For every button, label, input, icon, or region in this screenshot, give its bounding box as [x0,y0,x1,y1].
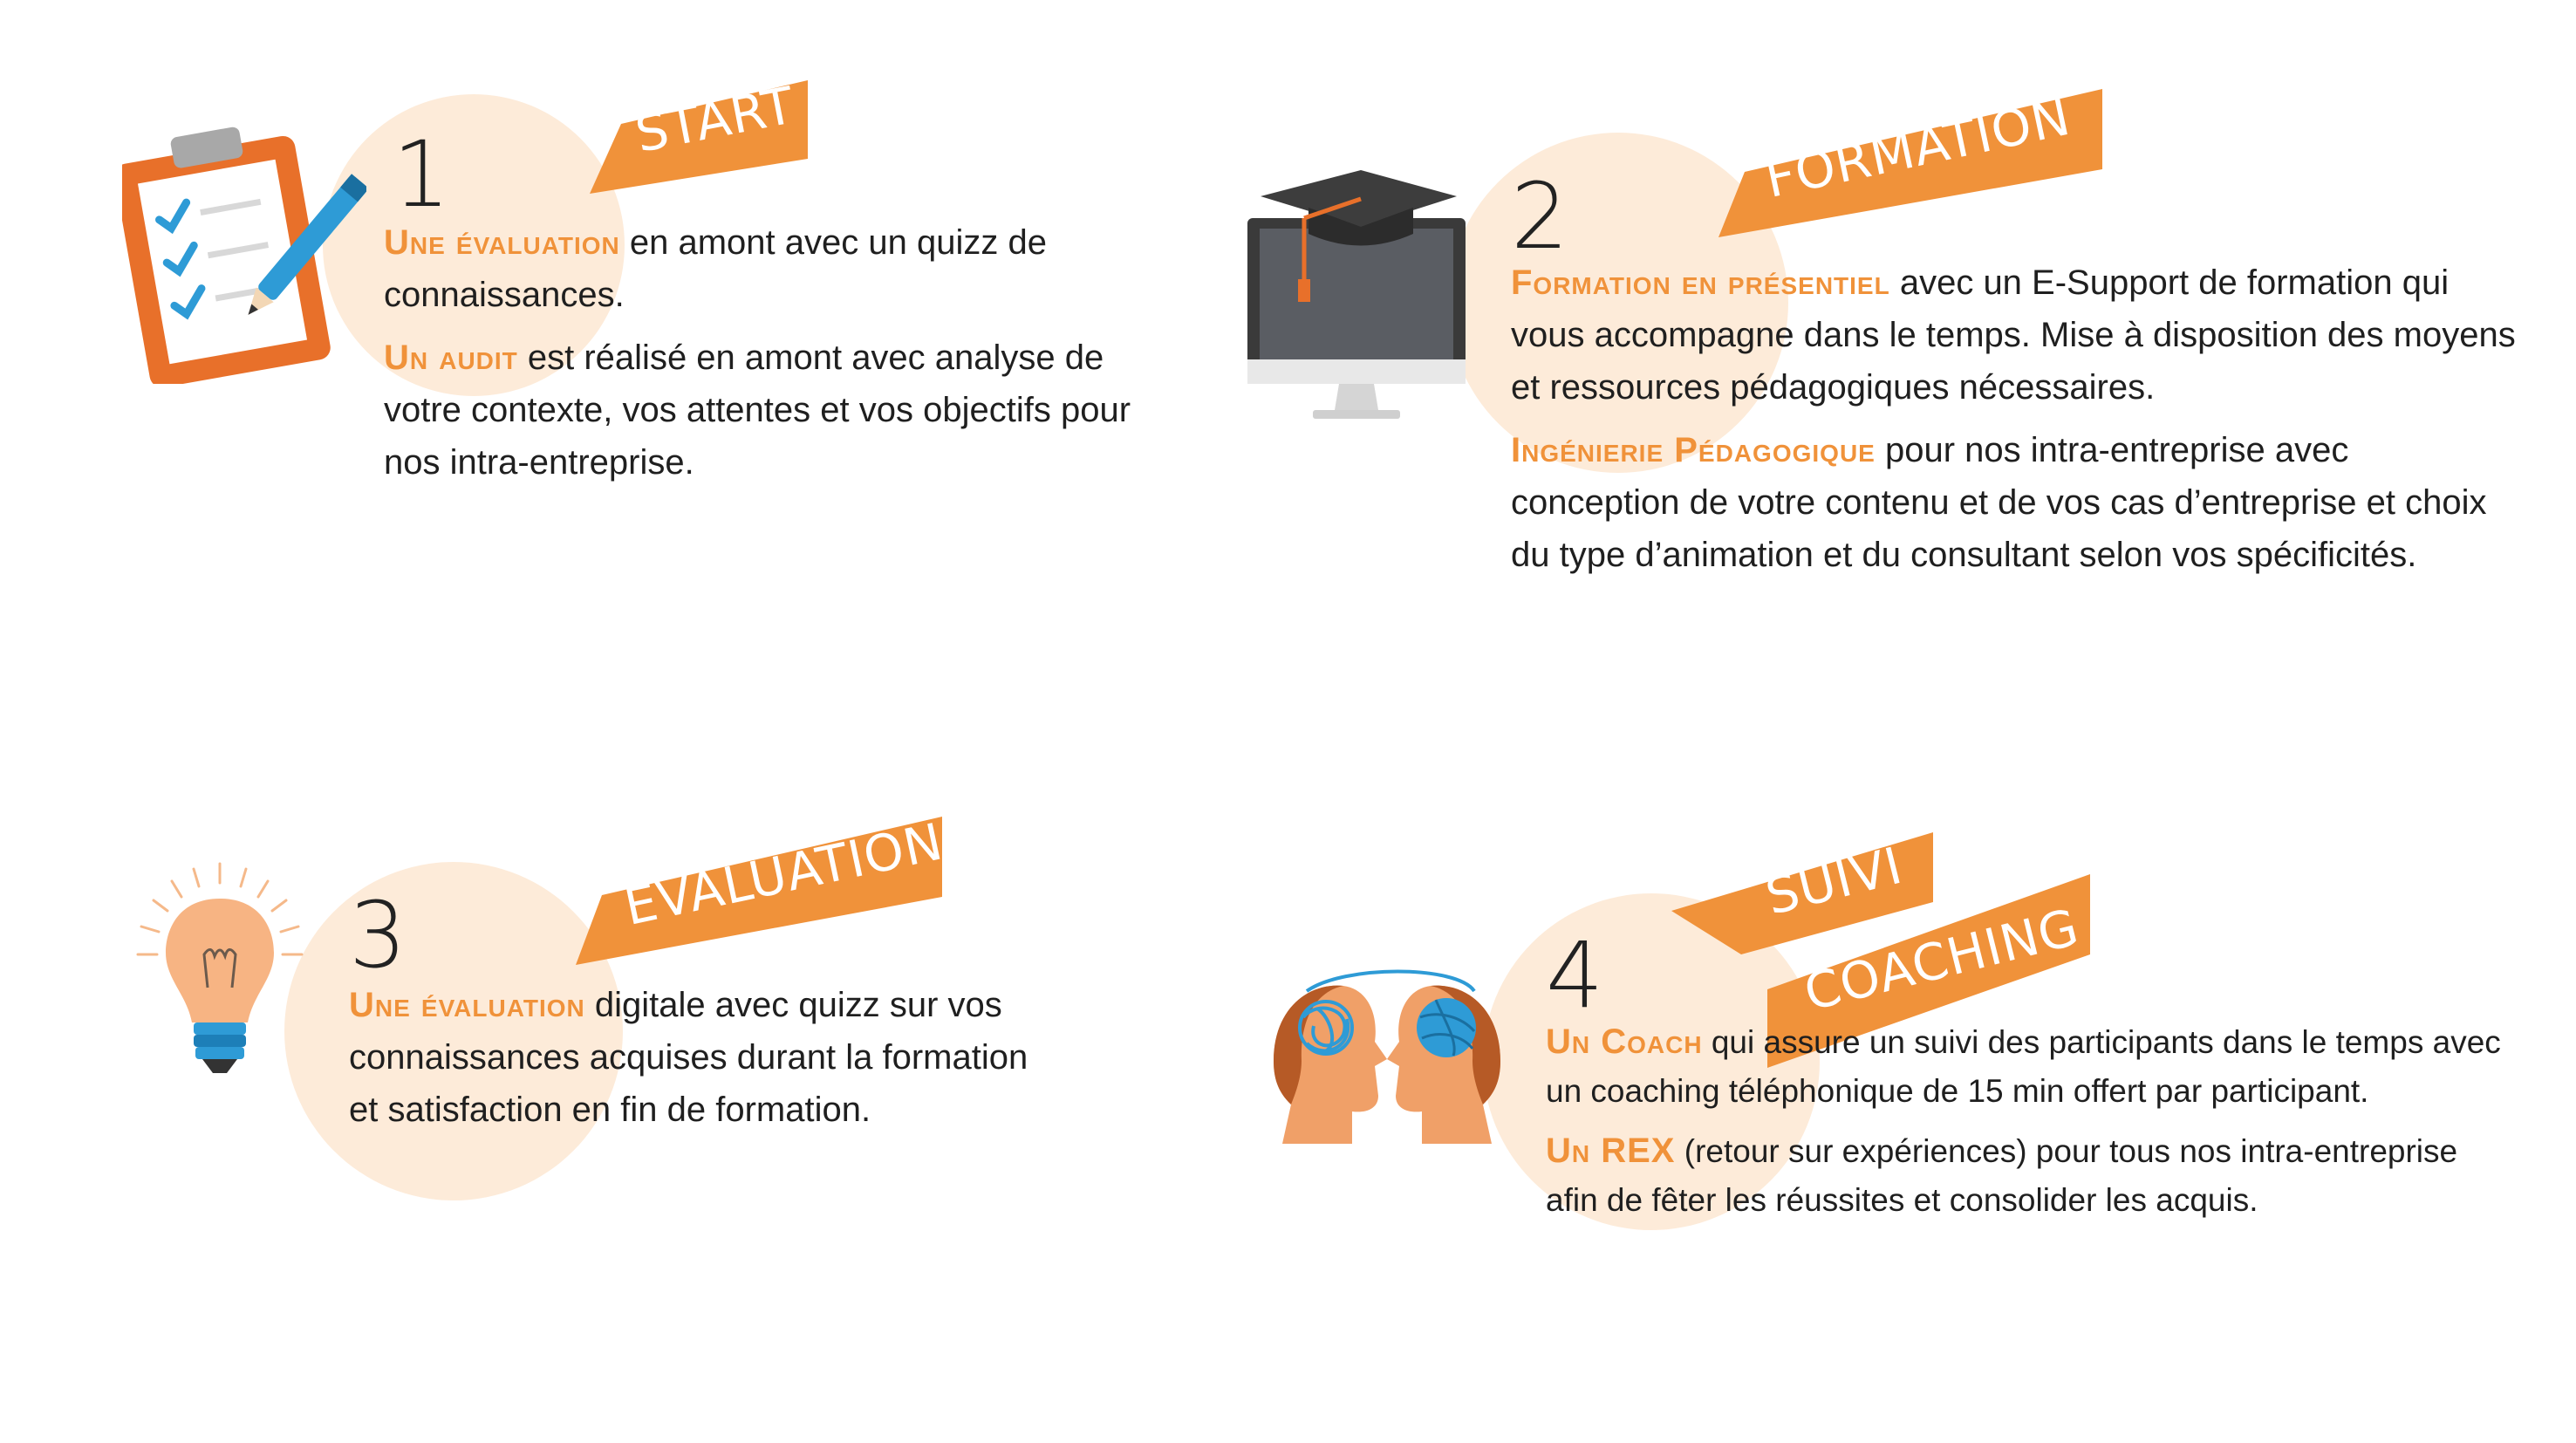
step-2-banner: FORMATION [1718,87,2102,237]
step-4-banner: SUIVI COACHING [1671,832,2090,1068]
graduation-monitor-icon [1239,166,1474,423]
step-4-text: Un Coach qui assure un suivi des partici… [1546,1017,2514,1235]
step-3-circle [284,862,623,1200]
step-2-paragraph-1: Formation en présentiel avec un E-Suppor… [1511,256,2523,414]
step-2-text-1: avec un E-Support de formation qui vous … [1511,263,2516,407]
clipboard-icon [114,122,369,388]
step-4-text-1: qui assure un suivi des participants dan… [1546,1024,2501,1109]
step-3-banner: ÉVALUATION [576,811,948,965]
step-1-circle [323,94,625,396]
step-4-number: 4 [1546,922,1604,1029]
step-4-paragraph-1: Un Coach qui assure un suivi des partici… [1546,1017,2514,1116]
step-3-paragraph-1: Une évaluation digitale avec quizz sur v… [349,979,1064,1136]
step-1-paragraph-2: Un audit est réalisé en amont avec analy… [384,332,1134,489]
step-4-text-2: (retour sur expériences) pour tous nos i… [1546,1133,2458,1218]
step-1-keyword-2: Un audit [384,339,518,377]
step-3-number: 3 [349,882,407,988]
step-2-text: Formation en présentiel avec un E-Suppor… [1511,256,2523,592]
step-2-keyword-2: Ingénierie Pédagogique [1511,431,1876,469]
step-1-number: 1 [393,121,451,228]
step-4-circle [1483,893,1820,1230]
step-2-keyword-1: Formation en présentiel [1511,263,1890,302]
step-1-text-2: est réalisé en amont avec analyse de vot… [384,339,1131,482]
step-4-keyword-1: Un Coach [1546,1022,1703,1061]
step-4-keyword-2: Un REX [1546,1132,1676,1170]
step-4-paragraph-2: Un REX (retour sur expériences) pour tou… [1546,1126,2514,1225]
step-3-text-1: digitale avec quizz sur vos connaissance… [349,986,1028,1129]
coaching-heads-icon [1256,965,1518,1170]
lightbulb-icon [124,857,316,1088]
step-2-text-2: pour nos intra-entreprise avec conceptio… [1511,431,2487,574]
step-1-keyword-1: Une évaluation [384,223,620,262]
step-3-keyword-1: Une évaluation [349,986,585,1024]
step-1-banner: START [590,75,808,194]
step-1-text: Une évaluation en amont avec un quizz de… [384,216,1134,499]
step-3-text: Une évaluation digitale avec quizz sur v… [349,979,1064,1146]
step-1-paragraph-1: Une évaluation en amont avec un quizz de… [384,216,1134,321]
step-2-circle [1448,133,1788,473]
step-2-paragraph-2: Ingénierie Pédagogique pour nos intra-en… [1511,424,2523,581]
step-2-number: 2 [1511,163,1569,270]
step-1-text-1: en amont avec un quizz de connaissances. [384,223,1047,314]
